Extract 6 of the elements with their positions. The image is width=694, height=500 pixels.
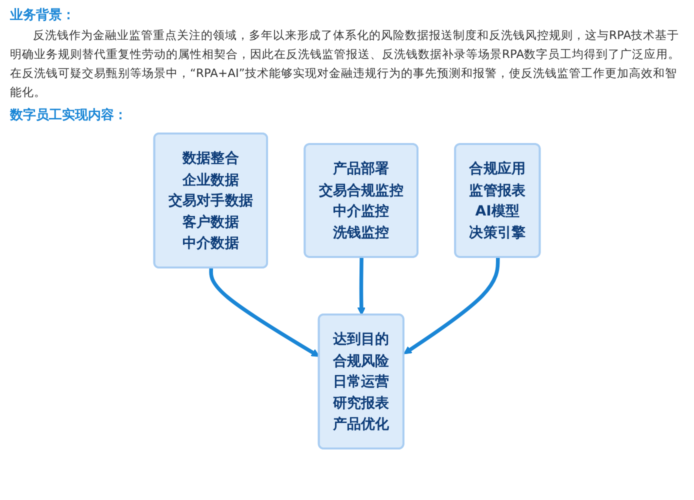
arrow [357, 257, 366, 316]
arrow [404, 257, 500, 354]
arrow [209, 268, 320, 357]
section-heading: 数字员工实现内容： [10, 106, 128, 124]
paragraph: 反洗钱作为金融业监管重点关注的领域，多年以来形成了体系化的风险数据报送制度和反洗钱风控规则，这与RPA技术基于明确业务规则替代重复性劳动的属性相契合，因此在反洗钱监管报送、反洗钱数据补录等场景RPA数字员工均得到了广泛应用。在反洗钱可疑交易甄别等场景中，“RPA+AI”技术能够实现对金融违规行为的事先预测和报警，使反洗钱监管工作更加高效和智能化。 [10, 27, 682, 101]
section-heading: 业务背景： [10, 6, 76, 24]
